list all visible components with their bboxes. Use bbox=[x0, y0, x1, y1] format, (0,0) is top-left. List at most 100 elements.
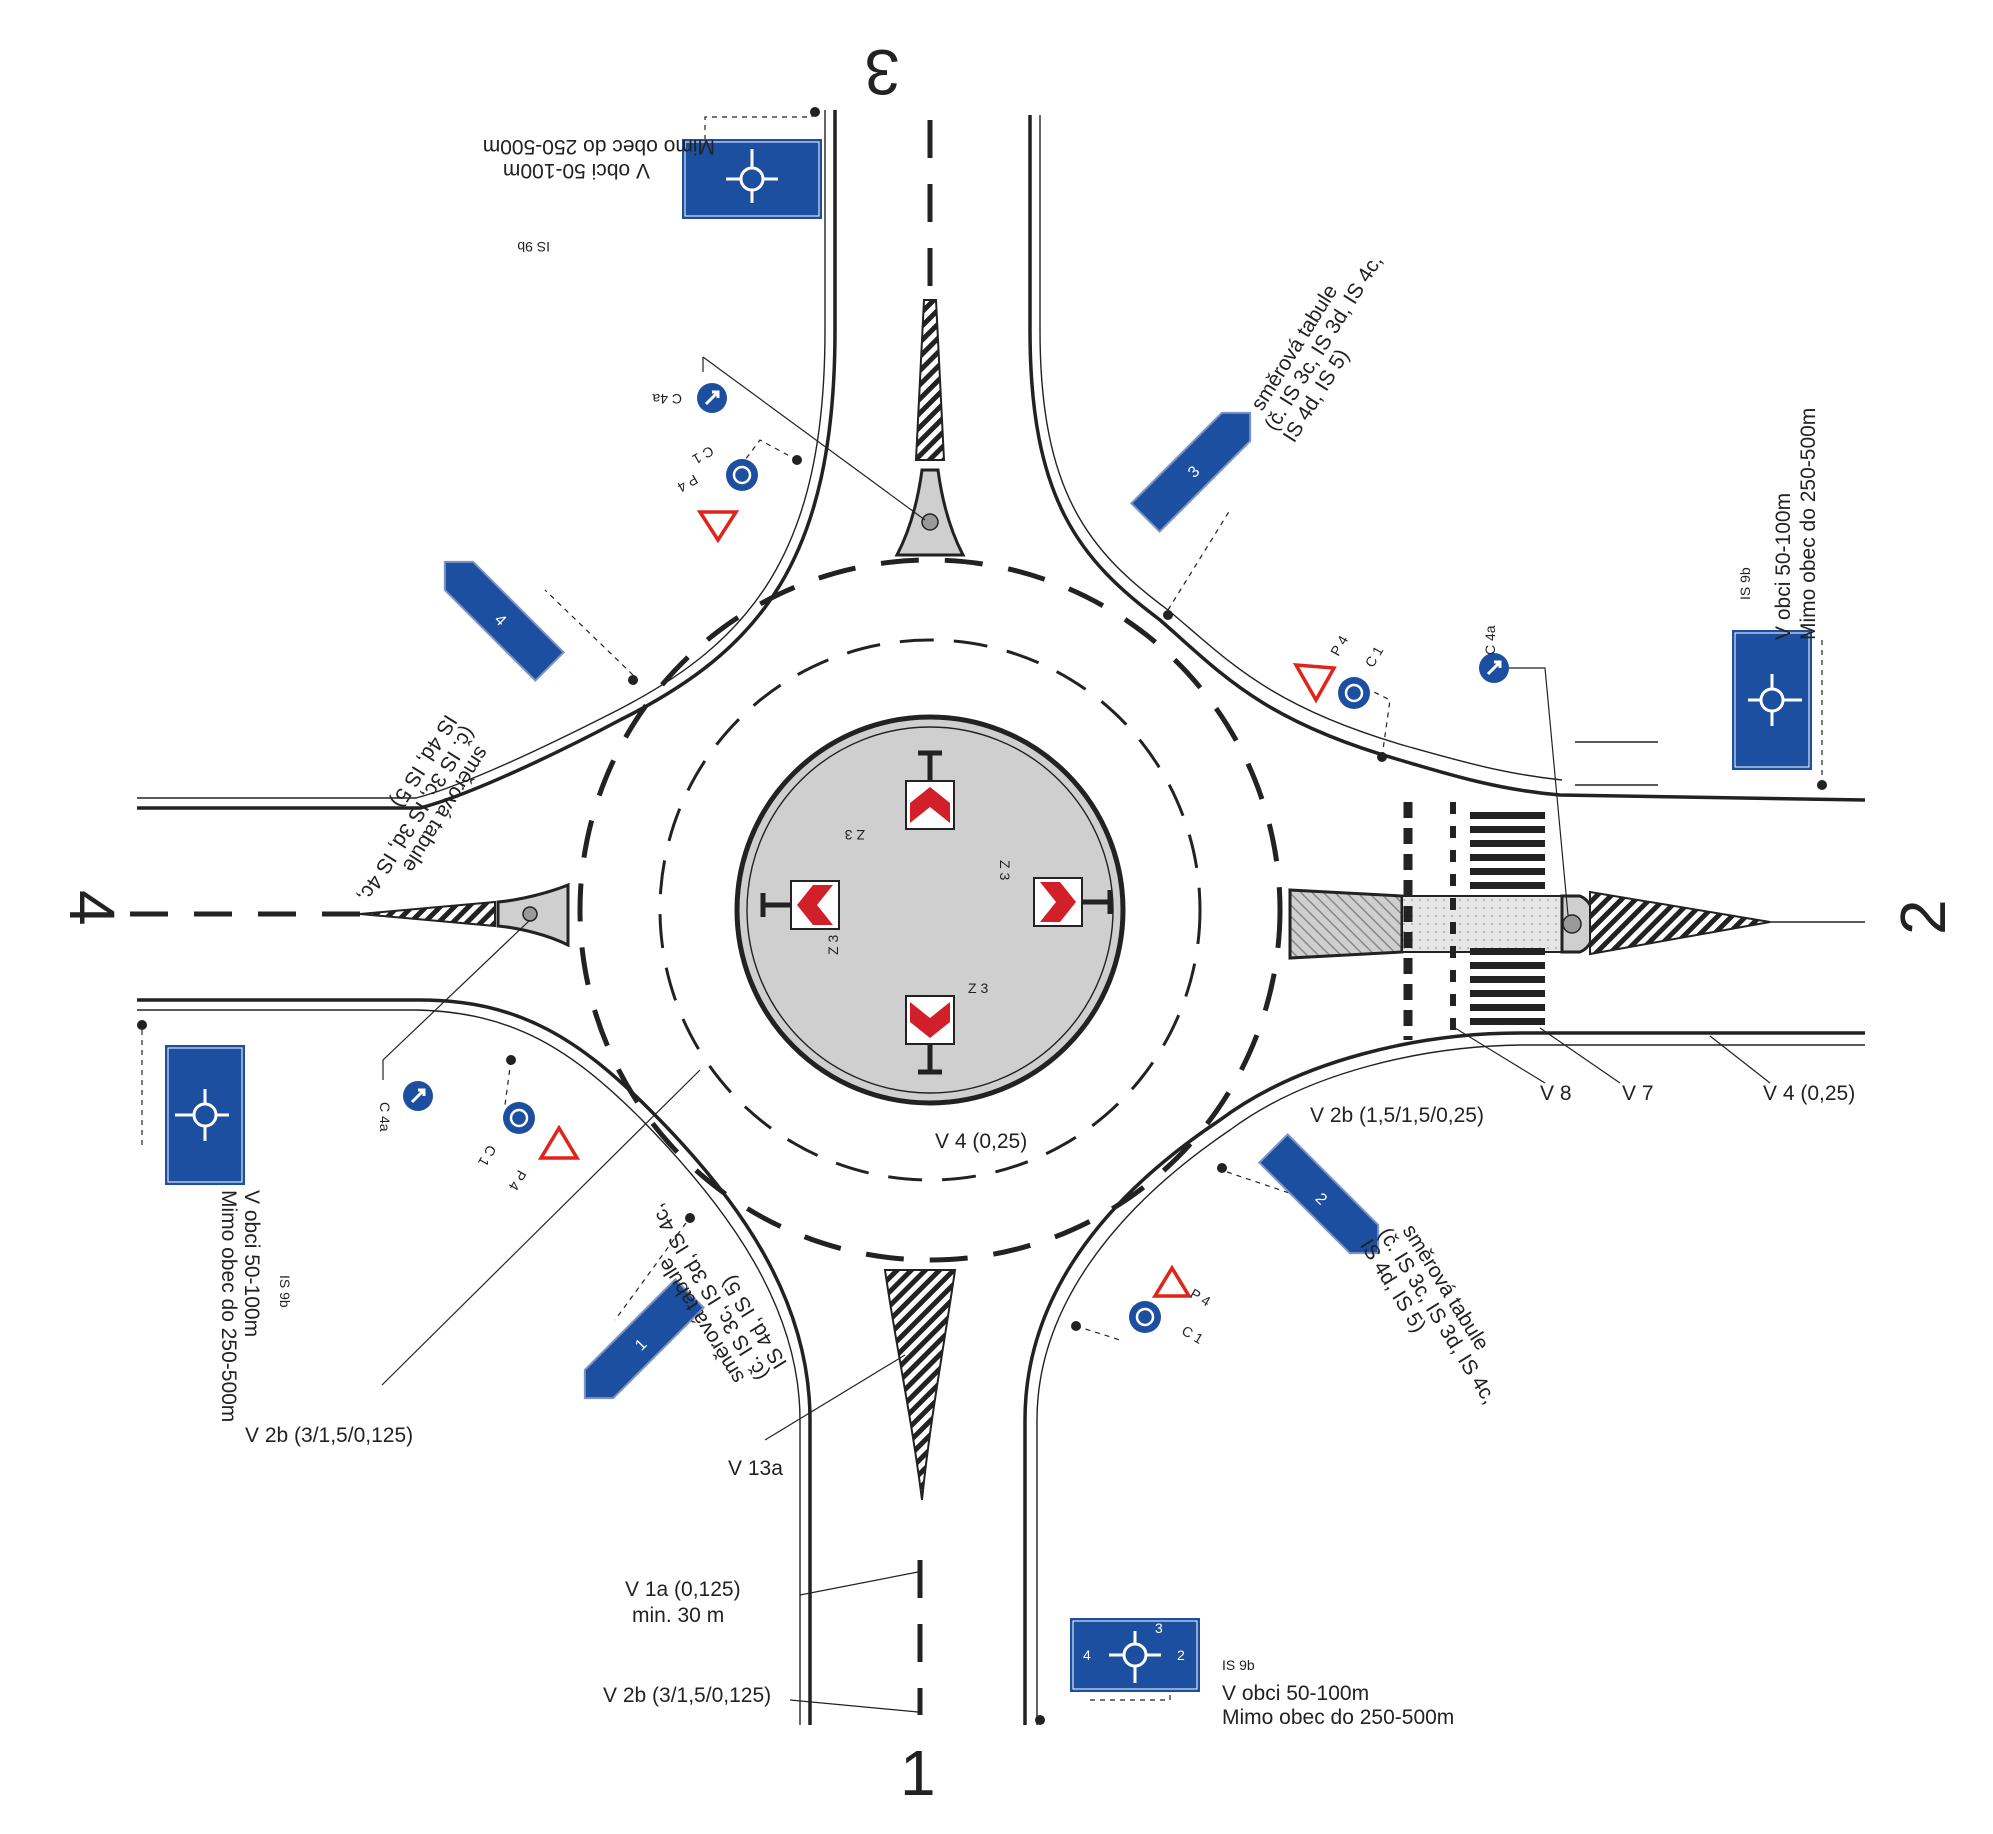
road-edges bbox=[137, 110, 1866, 1725]
label-c4a-east: C 4a bbox=[1482, 625, 1498, 655]
dotted-c1-w bbox=[504, 1059, 512, 1106]
east-splitter-hatch bbox=[1589, 890, 1771, 956]
zebra-stripe bbox=[1470, 840, 1545, 847]
zebra-stripe bbox=[1470, 826, 1545, 833]
road-edge-sw-inner bbox=[137, 1009, 801, 1725]
dotted-c1-s bbox=[1075, 1325, 1121, 1341]
arm-label-south: 1 bbox=[900, 1737, 936, 1809]
road-edge-nw bbox=[137, 110, 837, 810]
label-v8: V 8 bbox=[1540, 1082, 1572, 1105]
z3-label: Z 3 bbox=[968, 980, 988, 996]
dotted-dir-1 bbox=[614, 1222, 687, 1321]
is9b-sign-west bbox=[165, 1045, 245, 1185]
east-splitter-bollard bbox=[1562, 914, 1582, 934]
leader-v8 bbox=[1454, 1027, 1546, 1084]
road-edge-se-inner bbox=[1036, 1044, 1865, 1725]
is9b-sign-east bbox=[1732, 630, 1812, 770]
svg-text:(č. IS 3c, IS 3d, IS 4c,: (č. IS 3c, IS 3d, IS 4c, bbox=[353, 722, 480, 906]
west-splitter-bollard bbox=[522, 906, 538, 922]
outer-ring-line bbox=[577, 557, 1283, 1263]
svg-text:Mimo obec do 250-500m: Mimo obec do 250-500m bbox=[1222, 1706, 1454, 1729]
label-v4-east: V 4 (0,25) bbox=[1763, 1082, 1855, 1105]
post-dir-4 bbox=[628, 675, 638, 685]
is9b-caption-north: IS 9b V obci 50-100m Mimo obec do 250-50… bbox=[483, 135, 715, 255]
dir-caption-west: směrová tabule (č. IS 3c, IS 3d, IS 4c, … bbox=[353, 711, 493, 907]
direction-board-4: 4 bbox=[443, 560, 566, 683]
z3-sign bbox=[905, 995, 955, 1075]
z3-label: Z 3 bbox=[845, 827, 865, 843]
p4-sign-north bbox=[696, 510, 740, 544]
road-edge-sw bbox=[137, 998, 812, 1725]
label-v2b-b: V 2b (3/1,5/0,125) bbox=[603, 1684, 771, 1707]
z3-label: Z 3 bbox=[997, 860, 1013, 880]
zebra-stripe bbox=[1470, 1018, 1545, 1025]
c1-sign-east bbox=[1338, 677, 1370, 709]
svg-text:V obci 50-100m: V obci 50-100m bbox=[1222, 1682, 1369, 1705]
leader-c4a-nw-path bbox=[702, 356, 926, 521]
z3-sign bbox=[905, 750, 955, 830]
road-edge-ne bbox=[1028, 115, 1866, 802]
zebra-stripe bbox=[1470, 868, 1545, 875]
svg-text:IS 9b: IS 9b bbox=[517, 239, 550, 255]
leader-v1a bbox=[799, 1571, 919, 1596]
leader-v13a bbox=[764, 1354, 906, 1441]
label-v2b-a: V 2b (3/1,5/0,125) bbox=[245, 1424, 413, 1447]
dotted-dir-4 bbox=[544, 589, 634, 676]
svg-text:V obci 50-100m: V obci 50-100m bbox=[240, 1190, 263, 1337]
zebra-stripe bbox=[1470, 948, 1545, 955]
svg-text:V obci 50-100m: V obci 50-100m bbox=[1772, 493, 1795, 640]
dotted-c1-e bbox=[1369, 689, 1391, 758]
rings bbox=[577, 557, 1283, 1263]
zebra-stripe bbox=[1470, 990, 1545, 997]
z3-label: Z 3 bbox=[825, 935, 841, 955]
post-dir-3 bbox=[1163, 610, 1173, 620]
post-is9b-north bbox=[810, 107, 820, 117]
label-c1-east: C 1 bbox=[1362, 643, 1387, 670]
label-p4-east: P 4 bbox=[1327, 632, 1351, 658]
dotted-c1-n bbox=[744, 439, 798, 461]
label-c4a-sw: C 4a bbox=[377, 1102, 393, 1132]
svg-text:Mimo obec do 250-500m: Mimo obec do 250-500m bbox=[1797, 408, 1820, 640]
label-c1-north: C 1 bbox=[690, 443, 717, 468]
arm-label-north: 3 bbox=[864, 36, 900, 108]
svg-text:IS 9b: IS 9b bbox=[1222, 1657, 1255, 1673]
svg-text:IS 9b: IS 9b bbox=[277, 1275, 293, 1308]
splitter-islands bbox=[359, 299, 1771, 1501]
arm-label-west: 4 bbox=[56, 890, 128, 926]
z3-chevron-signs: Z 3 Z 3 Z 3 Z 3 bbox=[760, 750, 1113, 1075]
label-c4a-north: C 4a bbox=[652, 391, 682, 407]
z3-sign bbox=[1033, 877, 1113, 927]
label-v4-ring: V 4 (0,25) bbox=[935, 1130, 1027, 1153]
svg-text:4: 4 bbox=[1083, 1647, 1091, 1663]
arm-label-east: 2 bbox=[1887, 899, 1959, 935]
svg-text:3: 3 bbox=[1155, 1620, 1163, 1636]
svg-text:2: 2 bbox=[1177, 1647, 1185, 1663]
c4a-sign-east bbox=[1479, 653, 1509, 683]
svg-text:(č. IS 3c, IS 3d, IS 4c,: (č. IS 3c, IS 3d, IS 4c, bbox=[1260, 250, 1387, 434]
is9b-sign-north bbox=[682, 139, 822, 219]
label-v7: V 7 bbox=[1622, 1082, 1654, 1105]
centre-lines bbox=[130, 120, 1865, 1715]
south-splitter-hatch bbox=[883, 1269, 957, 1501]
label-min: min. 30 m bbox=[632, 1604, 724, 1627]
c1-sign-west bbox=[503, 1102, 535, 1134]
east-splitter-crossing-refuge bbox=[1401, 895, 1563, 953]
label-c1-south: C 1 bbox=[1179, 1322, 1206, 1347]
z3-sign bbox=[760, 880, 840, 930]
svg-text:Mimo obec do 250-500m: Mimo obec do 250-500m bbox=[217, 1190, 240, 1422]
c1-sign-south bbox=[1129, 1301, 1161, 1333]
north-splitter-bollard bbox=[921, 513, 939, 531]
label-v2b-c: V 2b (1,5/1,5/0,25) bbox=[1310, 1104, 1484, 1127]
leader-v2b-b bbox=[789, 1699, 919, 1713]
is9b-sign-south: 4 2 3 bbox=[1070, 1618, 1200, 1692]
dotted-dir-3 bbox=[1167, 509, 1231, 611]
label-v1a: V 1a (0,125) bbox=[625, 1578, 741, 1601]
c4a-sign-north bbox=[697, 383, 727, 413]
label-p4-south: P 4 bbox=[1187, 1285, 1213, 1309]
post-dir-1 bbox=[685, 1213, 695, 1223]
svg-text:Mimo obec do 250-500m: Mimo obec do 250-500m bbox=[483, 135, 715, 158]
dir-caption-east: směrová tabule (č. IS 3c, IS 3d, IS 4c, … bbox=[1355, 1220, 1501, 1408]
zebra-stripe bbox=[1470, 1004, 1545, 1011]
label-v13a: V 13a bbox=[728, 1457, 783, 1480]
